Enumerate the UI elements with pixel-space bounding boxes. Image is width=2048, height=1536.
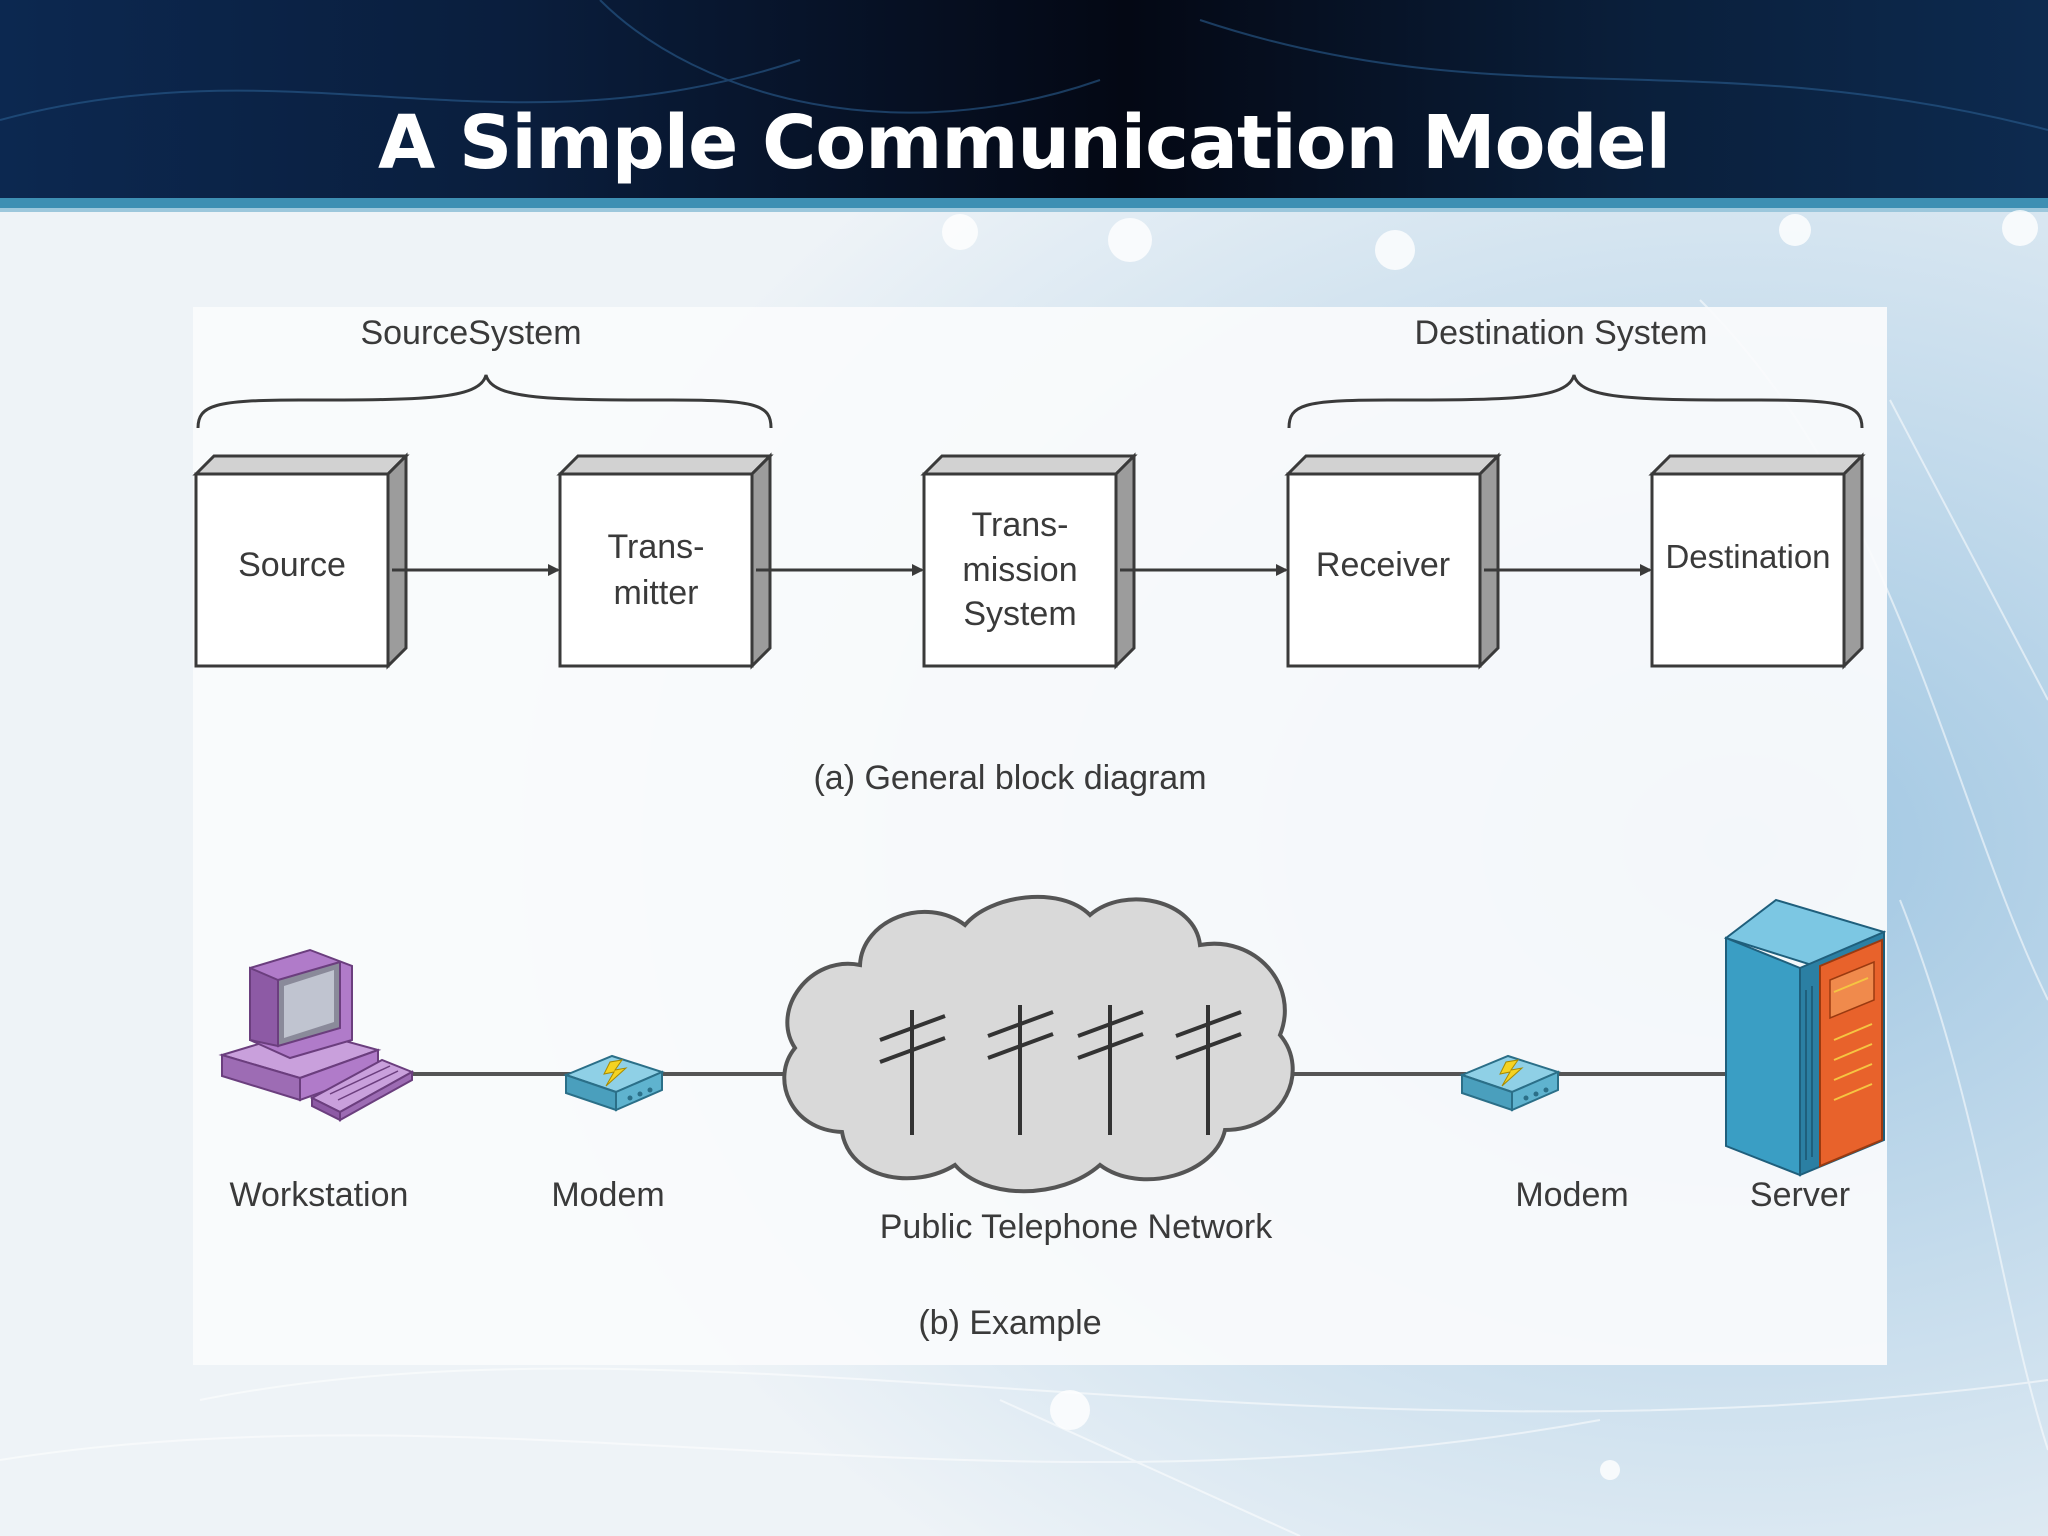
source-system-brace (196, 374, 773, 429)
block-destination: Destination (1648, 452, 1866, 670)
source-system-label: SourceSystem (360, 314, 581, 352)
server-icon (1723, 898, 1887, 1177)
modem-right-icon (1459, 1054, 1561, 1112)
destination-system-label: Destination System (1415, 314, 1708, 352)
telephone-network-cloud (782, 894, 1295, 1194)
block-transmission-label-line3: System (963, 595, 1076, 633)
block-destination-label: Destination (1665, 538, 1830, 575)
caption-example: (b) Example (918, 1304, 1101, 1342)
modem-left-label: Modem (551, 1176, 664, 1214)
block-receiver-label: Receiver (1316, 546, 1450, 584)
modem-left-icon (563, 1054, 665, 1112)
workstation-label: Workstation (230, 1176, 409, 1214)
block-source: Source (192, 452, 410, 670)
caption-general-block-diagram: (a) General block diagram (813, 759, 1206, 797)
block-source-label: Source (238, 546, 346, 584)
server-label: Server (1750, 1176, 1850, 1214)
block-transmitter: Trans- mitter (556, 452, 774, 670)
block-transmission-system: Trans- mission System (920, 452, 1138, 670)
slide-title: A Simple Communication Model (377, 100, 1671, 186)
workstation-icon (218, 948, 415, 1122)
telephone-network-label: Public Telephone Network (880, 1208, 1273, 1246)
block-receiver: Receiver (1284, 452, 1502, 670)
destination-system-brace (1287, 374, 1864, 429)
block-transmission-label-line2: mission (962, 551, 1077, 589)
block-transmitter-label-line1: Trans- (608, 528, 705, 566)
block-transmission-label-line1: Trans- (972, 506, 1069, 544)
block-transmitter-label-line2: mitter (614, 574, 699, 612)
modem-right-label: Modem (1515, 1176, 1628, 1214)
